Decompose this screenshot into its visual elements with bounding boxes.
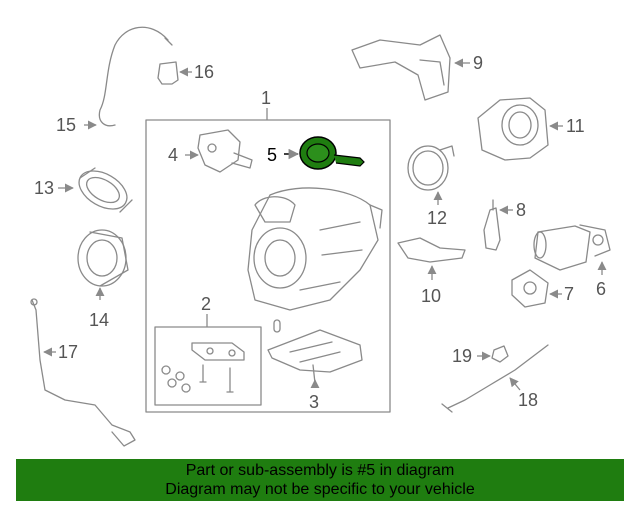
- callout-15: 15: [56, 115, 76, 135]
- highlighted-part-5: [299, 136, 365, 170]
- callout-12: 12: [427, 208, 447, 228]
- callout-10: 10: [421, 286, 441, 306]
- callout-6: 6: [596, 279, 606, 299]
- hardware-kit-drawing: [161, 342, 245, 393]
- callout-18: 18: [518, 390, 538, 410]
- return-line-drawing: [30, 298, 136, 447]
- exhaust-pipe-drawing: [533, 224, 611, 271]
- callout-4: 4: [168, 145, 178, 165]
- cap-drawing: [157, 61, 179, 85]
- notice-banner: Part or sub-assembly is #5 in diagram Di…: [16, 459, 624, 501]
- plate-drawing: [397, 237, 466, 263]
- inlet-coupler-drawing: [77, 229, 129, 287]
- clamp-drawing: [407, 145, 455, 191]
- callout-16: 16: [194, 62, 214, 82]
- callout-11: 11: [566, 116, 585, 136]
- banner-line-1: Part or sub-assembly is #5 in diagram: [185, 462, 455, 479]
- elbow-drawing: [477, 97, 549, 161]
- callout-3: 3: [309, 392, 319, 412]
- oil-line-drawing: [98, 26, 173, 127]
- turbocharger-drawing: [247, 187, 383, 333]
- callout-5: 5: [267, 145, 277, 165]
- grommet-drawing: [491, 345, 509, 363]
- gasket-drawing: [511, 269, 549, 308]
- callout-13: 13: [34, 178, 54, 198]
- callout-9: 9: [473, 53, 483, 73]
- coupler-drawing: [78, 167, 133, 213]
- callout-14: 14: [89, 310, 109, 330]
- hose-drawing: [483, 199, 501, 251]
- banner-line-2: Diagram may not be specific to your vehi…: [165, 481, 475, 498]
- callout-8: 8: [516, 200, 526, 220]
- assembly-box: [145, 119, 391, 413]
- hardware-kit-box: [154, 326, 262, 406]
- callout-19: 19: [452, 346, 472, 366]
- callout-7: 7: [564, 284, 574, 304]
- dipstick-drawing: [441, 344, 549, 413]
- actuator-drawing: [197, 129, 253, 173]
- callout-1: 1: [261, 88, 271, 108]
- parts-diagram: 1 2 3 4 5: [30, 26, 611, 447]
- heat-shield-drawing: [351, 34, 451, 101]
- callout-2: 2: [201, 294, 211, 314]
- callout-17: 17: [58, 342, 78, 362]
- bracket-drawing: [267, 329, 363, 384]
